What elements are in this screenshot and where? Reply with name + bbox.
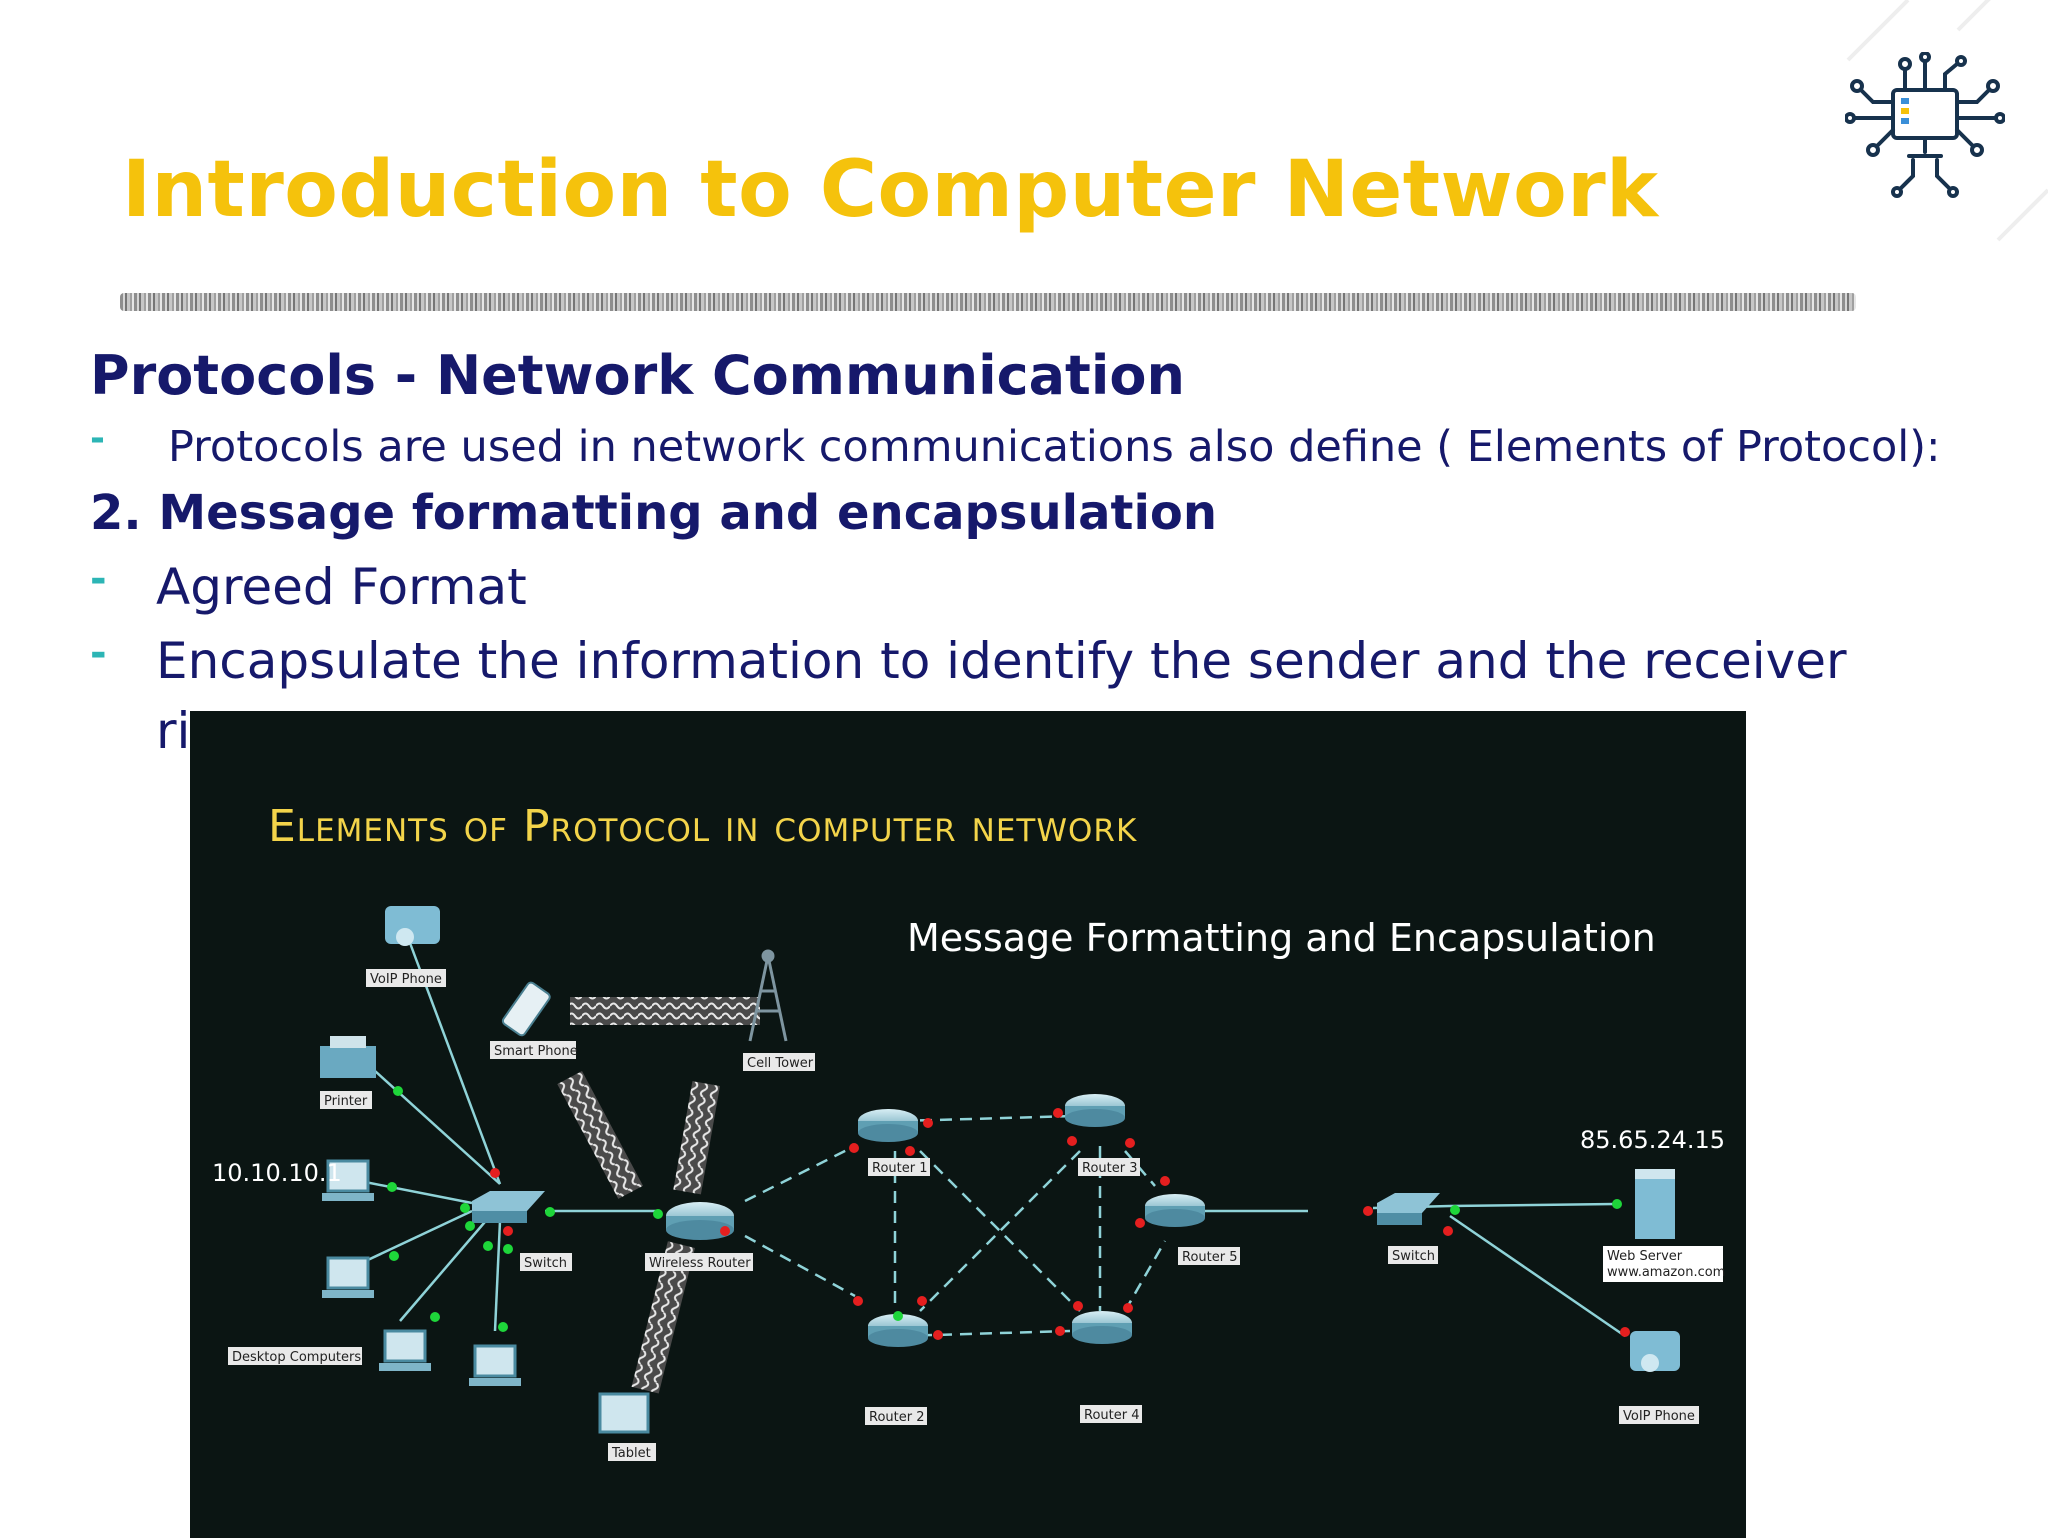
section-heading: Protocols - Network Communication (90, 344, 1185, 407)
bullet-dash: - (90, 556, 107, 602)
printer-icon (320, 1036, 376, 1078)
intro-bullet-text: Protocols are used in network communicat… (168, 422, 1941, 472)
diagram-title: Elements of Protocol in computer network (268, 801, 1137, 852)
bullet-dash: - (90, 630, 107, 676)
wireless-router-label: Wireless Router (649, 1256, 751, 1271)
voip-phone-left-label: VoIP Phone (370, 972, 442, 987)
switch-left-label: Switch (524, 1256, 567, 1271)
wireless-signal-bars (557, 997, 760, 1394)
tablet-label: Tablet (611, 1446, 651, 1461)
switch-right-icon (1377, 1193, 1440, 1225)
protocol-diagram-image: Elements of Protocol in computer network… (190, 711, 1746, 1538)
web-server-icon (1635, 1169, 1675, 1239)
desktop-computer-icon (379, 1329, 431, 1371)
bullet-text: Encapsulate the information to identify … (156, 632, 1847, 690)
wireless-router-icon (666, 1202, 734, 1240)
title-divider (120, 293, 1856, 311)
web-server-label: Web Server (1607, 1249, 1683, 1264)
desktop-computers-label: Desktop Computers (232, 1350, 361, 1365)
ip-address-right: 85.65.24.15 (1580, 1126, 1725, 1154)
router-icon (1065, 1094, 1125, 1127)
corner-decoration (1846, 0, 2048, 242)
cell-tower-label: Cell Tower (747, 1056, 814, 1071)
bullet-dash: - (90, 418, 105, 459)
subheading: 2. Message formatting and encapsulation (90, 485, 1218, 541)
voip-phone-left-icon (385, 906, 440, 946)
voip-phone-right-icon (1630, 1331, 1680, 1372)
web-server-host-label: www.amazon.com (1607, 1265, 1725, 1280)
tablet-icon (598, 1392, 650, 1434)
switch-right-label: Switch (1392, 1249, 1435, 1264)
desktop-computer-icon (469, 1344, 521, 1386)
status-dots (387, 1086, 1630, 1340)
voip-phone-right-label: VoIP Phone (1623, 1409, 1695, 1424)
smart-phone-icon (501, 981, 551, 1037)
desktop-computer-icon (322, 1159, 374, 1201)
router5-label: Router 5 (1182, 1250, 1238, 1265)
bullet-text: Agreed Format (156, 558, 527, 616)
router-icon (858, 1109, 918, 1142)
device-label-tags (228, 969, 1723, 1461)
circuit-computer-logo-icon (1845, 52, 2005, 198)
router-icon (868, 1314, 928, 1347)
cell-tower-icon (748, 949, 788, 1042)
router4-label: Router 4 (1084, 1408, 1140, 1423)
router3-label: Router 3 (1082, 1161, 1138, 1176)
router-icon (1072, 1311, 1132, 1344)
switch-left-icon (472, 1191, 545, 1223)
dashed-links (744, 1114, 1167, 1338)
slide-title: Introduction to Computer Network (122, 145, 1659, 235)
diagram-subtitle: Message Formatting and Encapsulation (907, 916, 1656, 960)
smart-phone-label: Smart Phone (494, 1044, 578, 1059)
wrapped-text-fragment: ri (156, 702, 191, 760)
router1-label: Router 1 (872, 1161, 928, 1176)
router-icon (1145, 1194, 1205, 1227)
printer-label: Printer (324, 1094, 368, 1109)
router2-label: Router 2 (869, 1410, 925, 1425)
desktop-computer-icon (322, 1256, 374, 1298)
ip-address-left: 10.10.10.1 (212, 1159, 342, 1187)
